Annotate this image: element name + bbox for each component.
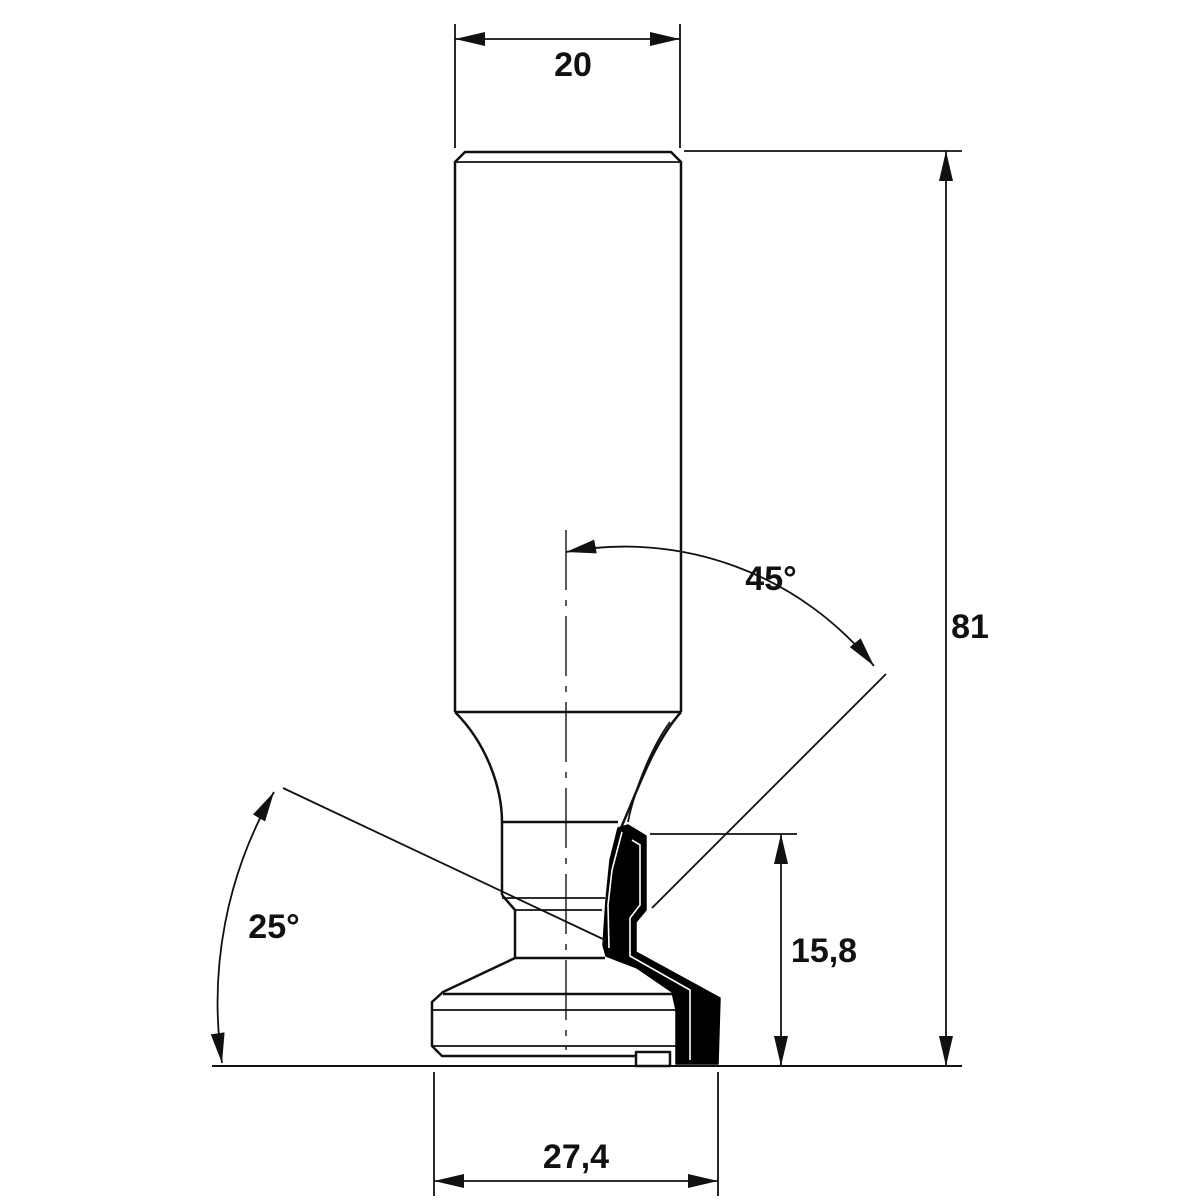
neck bbox=[454, 711, 682, 958]
dimension-overall-length bbox=[684, 150, 962, 1066]
label-bevel-angle: 45° bbox=[745, 560, 796, 598]
relief-angle-arc bbox=[210, 791, 275, 1064]
bevel-reference-line bbox=[651, 673, 887, 909]
label-relief-angle: 25° bbox=[248, 908, 299, 946]
dimension-shank-diameter bbox=[454, 24, 681, 148]
neck-groove-left bbox=[501, 894, 517, 958]
angle-relief bbox=[210, 787, 606, 1064]
relief-reference-line bbox=[282, 787, 606, 941]
neck-left-curve bbox=[454, 711, 504, 823]
angle-bevel bbox=[565, 539, 887, 909]
dimension-cutting-height bbox=[650, 833, 797, 1066]
label-shank-diameter: 20 bbox=[554, 46, 592, 84]
carbide-insert bbox=[602, 824, 721, 1065]
body-left-flange bbox=[430, 956, 636, 1058]
insert-inner-edge bbox=[629, 839, 691, 1060]
label-cutting-diameter: 27,4 bbox=[543, 1138, 609, 1176]
dimension-cutting-diameter bbox=[433, 1072, 719, 1196]
label-overall-length: 81 bbox=[951, 608, 989, 646]
label-cutting-height: 15,8 bbox=[791, 932, 857, 970]
shank bbox=[453, 150, 683, 714]
bevel-angle-arc bbox=[565, 539, 875, 667]
neck-right-inner-curve bbox=[627, 721, 671, 823]
neck-right-curve bbox=[618, 711, 682, 831]
cutter-body bbox=[430, 956, 676, 1068]
body-bottom-pad bbox=[634, 1050, 672, 1068]
insert-face-edge bbox=[607, 831, 623, 949]
shank-outline bbox=[453, 150, 683, 712]
